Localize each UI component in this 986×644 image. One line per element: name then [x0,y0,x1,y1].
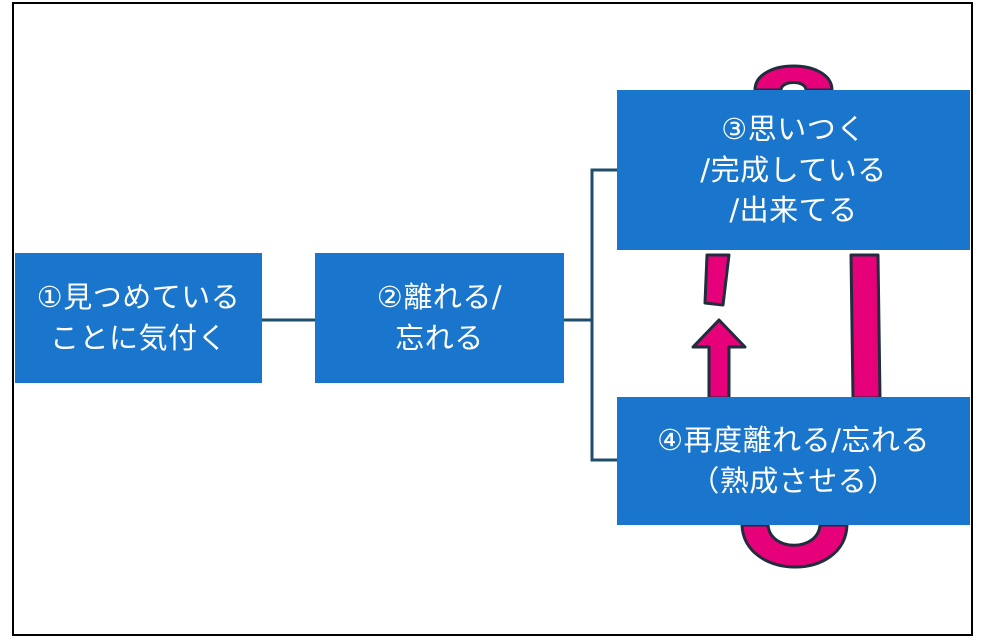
loop-up-arrow [691,318,747,400]
connector-lines [262,168,617,462]
step1-box: ①見つめている ことに気付く [15,253,262,383]
connector-branch-bracket [590,168,617,462]
loop-right-segment [849,253,882,400]
step3-line2: /完成している [700,152,887,187]
step2-line2: 忘れる [395,321,484,355]
step3-line1: ③思いつく [721,112,866,147]
step3-box: ③思いつく /完成している /出来てる [617,90,970,250]
step4-box: ④再度離れる/忘れる （熟成させる） [617,397,970,525]
step1-line1: ①見つめている [36,280,241,315]
step2-box: ②離れる/ 忘れる [315,253,564,383]
step3-line3: /出来てる [729,193,858,228]
loop-left-segment [703,253,731,307]
step1-line2: ことに気付く [49,321,227,355]
step4-line2: （熟成させる） [690,464,897,498]
loop-bottom-arc [740,523,849,569]
step2-line1: ②離れる/ [376,280,503,315]
loop-top-arc [753,64,834,92]
step4-line1: ④再度離れる/忘れる [657,423,930,458]
